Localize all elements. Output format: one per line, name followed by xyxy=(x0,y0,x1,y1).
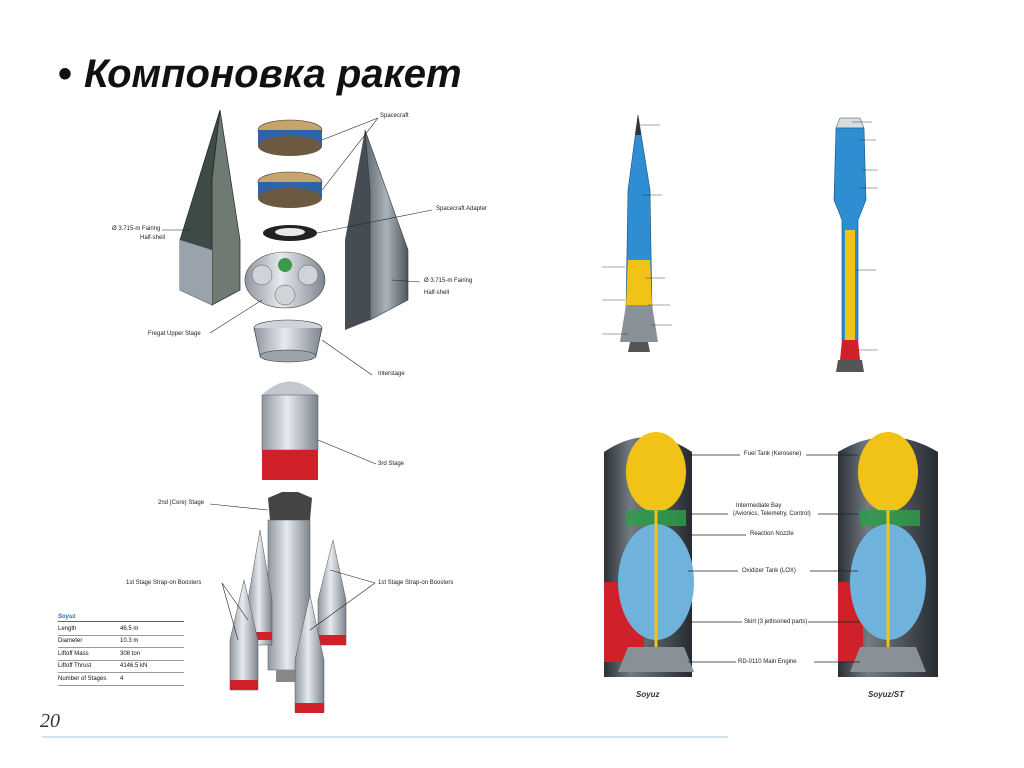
slide-number: 20 xyxy=(40,710,60,732)
label-fairing-right-sub: Half-shell xyxy=(424,290,450,296)
caption-soyuz-st: Soyuz/ST xyxy=(868,690,905,699)
spacecraft-top xyxy=(257,119,323,156)
label-fregat: Fregat Upper Stage xyxy=(148,331,201,337)
interstage xyxy=(253,319,323,363)
label-third-stage: 3rd Stage xyxy=(378,461,405,467)
label-intermediate-bay-sub: (Avionics, Telemetry, Control) xyxy=(733,511,811,517)
label-main-engine: RD-0110 Main Engine xyxy=(738,659,797,665)
fairing-right xyxy=(345,129,409,330)
label-reaction-nozzle: Reaction Nozzle xyxy=(750,531,794,537)
label-oxidizer-tank: Oxidizer Tank (LOX) xyxy=(742,568,796,574)
label-core-stage: 2nd (Core) Stage xyxy=(158,500,205,506)
label-skirt: Skirt (3 jettisoned parts) xyxy=(744,619,808,625)
third-stage xyxy=(261,381,319,480)
label-fuel-tank: Fuel Tank (Kerosene) xyxy=(744,451,802,457)
slide-title: •Компоновка ракет xyxy=(58,52,462,97)
specs-header: Soyuz xyxy=(58,614,184,622)
title-text: Компоновка ракет xyxy=(84,52,462,96)
cutaway-soyuz-st xyxy=(838,432,938,677)
cutaway-rocket-right xyxy=(833,117,878,372)
leader-lines xyxy=(162,117,433,641)
caption-soyuz: Soyuz xyxy=(636,690,660,699)
label-interstage: Interstage xyxy=(378,371,405,377)
bullet-icon: • xyxy=(58,52,73,96)
label-fairing-left-sub: Half-shell xyxy=(140,235,166,241)
label-fairing-left: Ø 3.715-m Fairing xyxy=(112,226,161,232)
footer-divider xyxy=(42,736,728,738)
label-fairing-right: Ø 3.715-m Fairing xyxy=(424,278,473,284)
label-spacecraft-adapter: Spacecraft Adapter xyxy=(436,206,488,212)
upper-stage-leaders xyxy=(688,454,860,663)
spacecraft-bottom xyxy=(257,171,323,208)
booster-right-front xyxy=(294,594,325,713)
label-boosters-right: 1st Stage Strap-on Boosters xyxy=(378,580,454,586)
booster-left-back xyxy=(247,529,273,646)
fregat-upper-stage xyxy=(244,251,326,309)
label-intermediate-bay: Intermediate Bay xyxy=(736,503,782,509)
exploded-rocket-diagram xyxy=(162,109,433,713)
label-spacecraft: Spacecraft xyxy=(380,113,409,119)
upper-stage-cutaways xyxy=(604,432,938,677)
cutaway-soyuz xyxy=(604,432,694,677)
fairing-left xyxy=(179,109,241,306)
label-boosters-left: 1st Stage Strap-on Boosters xyxy=(126,580,202,586)
booster-left-front xyxy=(229,579,259,691)
cutaway-rocket-left xyxy=(602,114,672,352)
booster-right-back xyxy=(317,539,347,646)
